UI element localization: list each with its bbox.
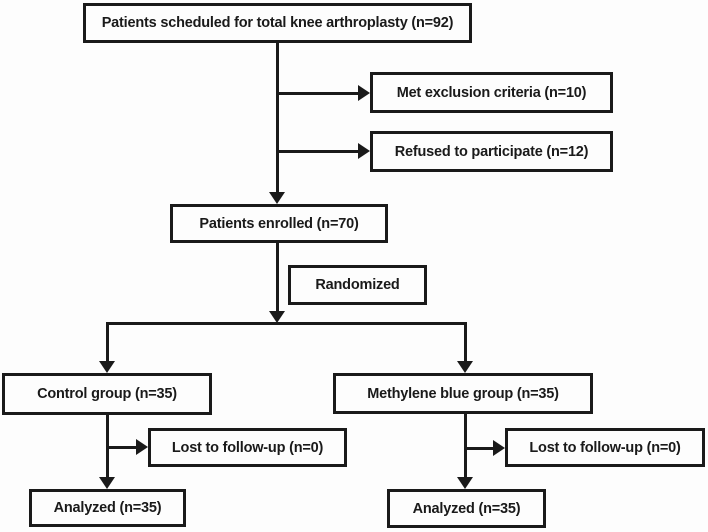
node-lost-control-label: Lost to follow-up (n=0) — [171, 439, 324, 456]
node-lost-methylene-label: Lost to follow-up (n=0) — [529, 439, 681, 456]
node-lost-methylene: Lost to follow-up (n=0) — [505, 428, 705, 467]
connector-branch-horizontal — [106, 322, 467, 325]
node-enrolled: Patients enrolled (n=70) — [170, 204, 388, 243]
node-refused-label: Refused to participate (n=12) — [394, 143, 589, 160]
node-analyzed-methylene-label: Analyzed (n=35) — [412, 500, 521, 517]
arrowhead-lost-methylene — [493, 440, 505, 456]
connector-scheduled-to-enrolled — [276, 43, 279, 194]
node-analyzed-methylene: Analyzed (n=35) — [387, 489, 546, 528]
node-randomized-label: Randomized — [315, 277, 400, 293]
arrowhead-analyzed-methylene — [457, 477, 473, 489]
node-scheduled: Patients scheduled for total knee arthro… — [83, 3, 472, 43]
node-control-group-label: Control group (n=35) — [37, 386, 177, 402]
node-met-exclusion: Met exclusion criteria (n=10) — [370, 72, 613, 113]
connector-control-to-lost — [106, 446, 137, 449]
arrowhead-refused — [358, 143, 370, 159]
node-control-group: Control group (n=35) — [2, 373, 212, 415]
connector-methylene-to-analyzed — [464, 414, 467, 479]
node-methylene-group-label: Methylene blue group (n=35) — [367, 385, 559, 402]
node-analyzed-control: Analyzed (n=35) — [29, 489, 186, 527]
connector-to-met-exclusion — [277, 92, 359, 95]
node-analyzed-control-label: Analyzed (n=35) — [53, 500, 162, 516]
arrowhead-lost-control — [136, 439, 148, 455]
arrowhead-methylene — [457, 361, 473, 373]
connector-to-refused — [277, 150, 359, 153]
connector-methylene-to-lost — [464, 447, 494, 450]
node-methylene-group: Methylene blue group (n=35) — [333, 373, 593, 414]
node-randomized: Randomized — [288, 265, 427, 305]
arrowhead-control — [99, 361, 115, 373]
arrowhead-analyzed-control — [99, 477, 115, 489]
connector-branch-to-control — [106, 322, 109, 363]
arrowhead-met-exclusion — [358, 85, 370, 101]
node-met-exclusion-label: Met exclusion criteria (n=10) — [396, 84, 587, 101]
arrowhead-enrolled — [269, 192, 285, 204]
arrowhead-branch-junction — [269, 311, 285, 323]
connector-enrolled-to-branch — [276, 243, 279, 313]
node-lost-control: Lost to follow-up (n=0) — [148, 428, 347, 467]
node-scheduled-label: Patients scheduled for total knee arthro… — [101, 15, 454, 31]
node-enrolled-label: Patients enrolled (n=70) — [199, 215, 359, 232]
node-refused: Refused to participate (n=12) — [370, 131, 613, 172]
connector-branch-to-methylene — [464, 322, 467, 363]
